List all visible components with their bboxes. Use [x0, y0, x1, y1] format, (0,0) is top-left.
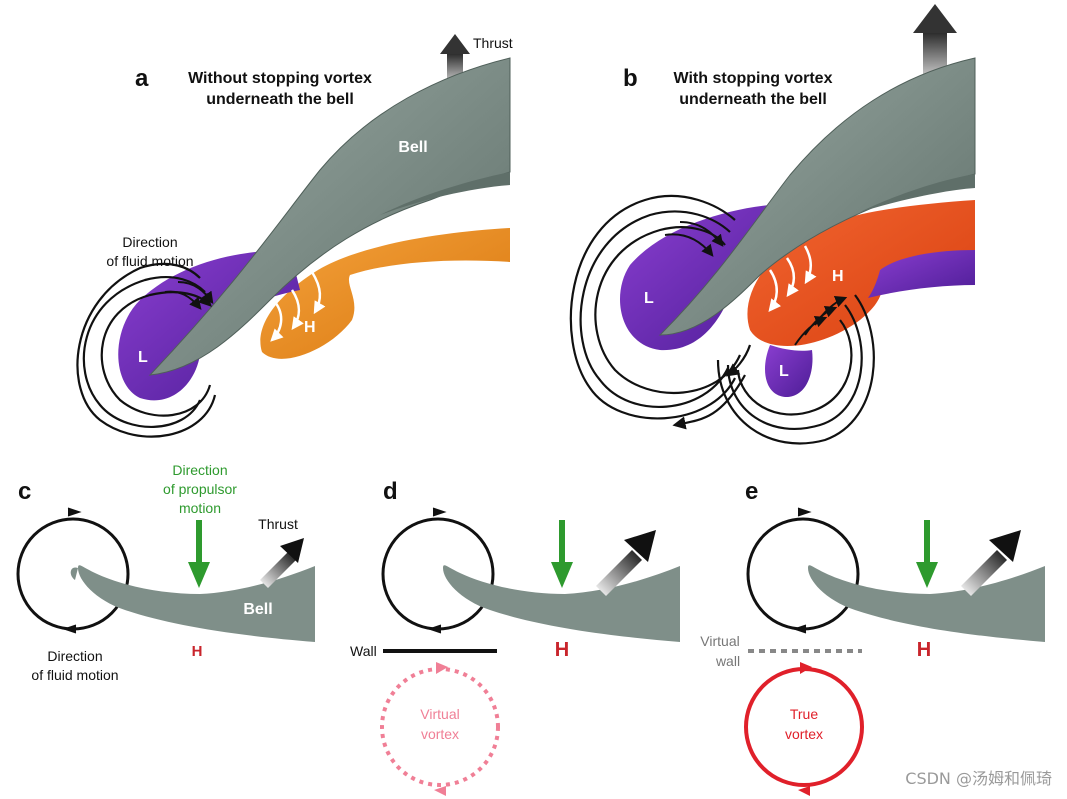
panel-e-bell	[808, 565, 1045, 642]
panel-e-true-arrow-bottom	[798, 786, 810, 796]
panel-c-prop-line1: Direction	[172, 462, 227, 478]
panel-c-prop-line2: of propulsor	[163, 481, 237, 497]
panel-d-letter: d	[383, 478, 398, 505]
panel-c-vortex-arrow-top	[67, 507, 82, 517]
panel-d-bell	[443, 565, 680, 642]
panel-b-bell-underside	[860, 174, 975, 212]
panel-b-low-label: L	[644, 290, 654, 307]
panel-b-high-label: H	[832, 268, 844, 285]
panel-b-upflow-arrows	[794, 295, 848, 346]
panel-b-right-swirl	[716, 294, 875, 445]
panel-a: a Without stopping vortex underneath the…	[76, 34, 513, 438]
panel-c-letter: c	[18, 478, 31, 505]
panel-d-virtual-arrow-bottom	[434, 786, 446, 796]
panel-a-title-line2: underneath the bell	[206, 91, 354, 108]
panel-b-letter: b	[623, 65, 638, 92]
panel-c: c Direction of propulsor motion Bell Thr…	[16, 462, 315, 683]
watermark: CSDN @汤姆和佩琦	[905, 769, 1052, 788]
panel-d-virtual-line2: vortex	[421, 726, 459, 742]
panel-a-inflow-arrows	[164, 281, 214, 310]
panel-a-title-line1: Without stopping vortex	[188, 70, 372, 87]
panel-a-white-arrows	[270, 271, 326, 342]
panel-c-direction-line2: of fluid motion	[31, 667, 118, 683]
panel-b-small-purple	[765, 345, 813, 398]
panel-a-direction-line1: Direction	[122, 234, 177, 250]
panel-d-vortex-circle	[381, 517, 495, 631]
panel-e-vortex-arrow-bottom	[792, 624, 807, 634]
panel-e-vwall-line1: Virtual	[700, 633, 739, 649]
panel-c-bell-label: Bell	[243, 601, 272, 618]
panel-a-low-label: L	[138, 349, 148, 366]
panel-e-green-arrow	[916, 520, 938, 588]
panel-e-thrust-arrow	[961, 530, 1021, 596]
panel-d-thrust-arrow	[596, 530, 656, 596]
panel-c-green-arrow	[188, 520, 210, 588]
panel-d-virtual-arrow-top	[436, 662, 448, 674]
panel-b-low2-label: L	[779, 363, 789, 380]
panel-d: d Wall H Virtual vortex	[350, 478, 680, 796]
panel-d-green-arrow	[551, 520, 573, 588]
panel-e-true-line2: vortex	[785, 726, 823, 742]
panel-c-thrust-label: Thrust	[258, 516, 298, 532]
panel-e: e Virtual wall H True vortex	[700, 478, 1045, 796]
panel-c-prop-line3: motion	[179, 500, 221, 516]
panel-a-bell	[148, 57, 511, 376]
panel-a-bell-underside	[380, 172, 510, 215]
panel-c-vortex-arrow-bottom	[62, 624, 77, 634]
panel-b-left-swirl	[569, 194, 746, 430]
panel-d-vortex-arrow-top	[432, 507, 447, 517]
panel-e-true-arrow-top	[800, 662, 812, 674]
panel-b-inflow-arrows	[664, 221, 724, 257]
panel-b-title-line1: With stopping vortex	[674, 70, 833, 87]
panel-e-letter: e	[745, 478, 758, 505]
panel-a-letter: a	[135, 65, 149, 92]
panel-c-direction-line1: Direction	[47, 648, 102, 664]
panel-d-vortex-arrow-bottom	[427, 624, 442, 634]
panel-d-wall-label: Wall	[350, 643, 377, 659]
panel-e-vortex-arrow-top	[797, 507, 812, 517]
panel-b-title-line2: underneath the bell	[679, 91, 827, 108]
panel-c-thrust-arrow	[260, 538, 304, 588]
panel-b-white-arrows	[768, 245, 817, 312]
panel-a-thrust-label: Thrust	[473, 35, 513, 51]
panel-e-true-line1: True	[790, 706, 818, 722]
panel-c-bell	[78, 565, 315, 642]
panel-a-high-label: H	[304, 319, 316, 336]
panel-b-purple-band	[868, 250, 975, 298]
panel-d-high-label: H	[555, 639, 569, 661]
panel-c-high-label: H	[192, 643, 203, 660]
panel-c-bell-tip	[70, 567, 78, 580]
panel-e-vwall-line2: wall	[715, 653, 740, 669]
panel-e-vortex-circle	[746, 517, 860, 631]
panel-a-bell-label: Bell	[398, 139, 427, 156]
panel-b: b With stopping vortex underneath the be…	[569, 4, 976, 445]
panel-a-orange-vortex	[260, 228, 510, 359]
panel-d-virtual-line1: Virtual	[420, 706, 459, 722]
panel-e-high-label: H	[917, 639, 931, 661]
